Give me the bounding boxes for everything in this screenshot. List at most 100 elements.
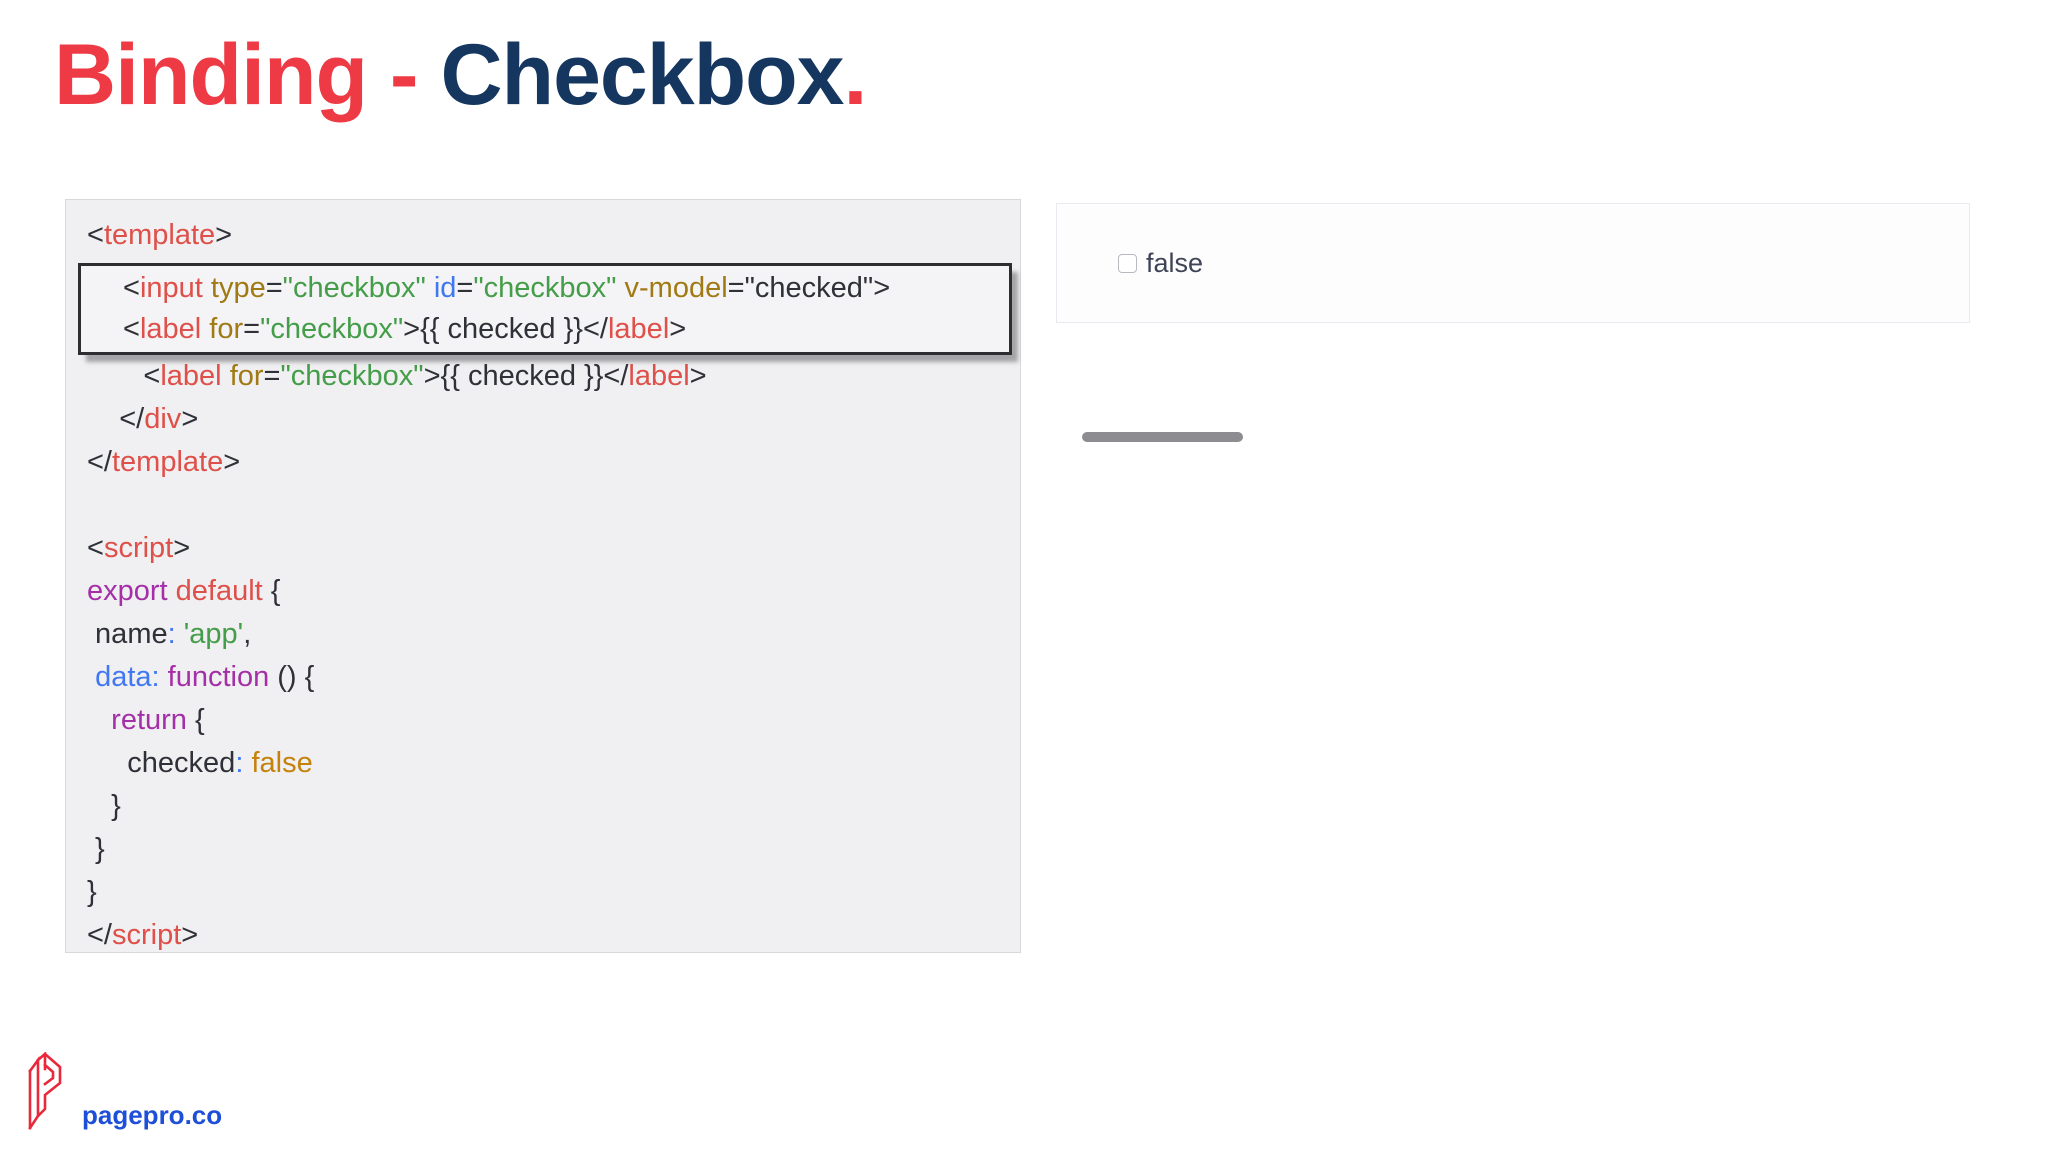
code-line: <template>	[66, 214, 1020, 257]
code-token: </	[87, 403, 145, 435]
code-token: </	[87, 919, 112, 951]
code-token	[168, 575, 176, 607]
code-token: >{{ checked }}</	[403, 313, 608, 345]
code-token	[87, 704, 111, 736]
code-token: v-model	[624, 272, 728, 304]
code-token: >	[215, 219, 233, 251]
code-token: =	[456, 272, 474, 304]
code-token: label	[160, 360, 222, 392]
code-section-top: <template>	[66, 214, 1020, 257]
code-token: type	[210, 272, 266, 304]
code-token: name	[87, 618, 168, 650]
code-token: checked	[87, 747, 236, 779]
progress-bar	[1082, 432, 1243, 442]
code-token: =	[243, 313, 261, 345]
code-token: "checked"	[744, 272, 874, 304]
code-section-bottom: <label for="checkbox">{{ checked }}</lab…	[66, 355, 1020, 957]
code-token: id	[433, 272, 457, 304]
code-line: </div>	[66, 398, 1020, 441]
code-token: }	[87, 876, 97, 908]
code-token: default	[175, 575, 263, 607]
code-token: =	[265, 272, 283, 304]
code-line: export default {	[66, 570, 1020, 613]
code-token: >{{ checked }}</	[423, 360, 629, 392]
preview-checkbox[interactable]	[1118, 253, 1137, 273]
code-token: <	[87, 219, 104, 251]
code-token: label	[628, 360, 690, 392]
code-token: {	[186, 704, 205, 736]
code-token: }	[87, 790, 121, 822]
code-line: name: 'app',	[66, 613, 1020, 656]
code-token: "checkbox"	[282, 272, 426, 304]
code-token: template	[103, 219, 216, 251]
code-line: <input type="checkbox" id="checkbox" v-m…	[81, 268, 1009, 309]
code-token: function	[167, 661, 270, 693]
code-token: <	[123, 272, 140, 304]
code-token	[87, 661, 95, 693]
code-line: data: function () {	[66, 656, 1020, 699]
code-token: >	[873, 272, 891, 304]
code-token: >	[669, 313, 687, 345]
code-token: label	[607, 313, 670, 345]
code-token: for	[229, 360, 264, 392]
code-token	[426, 272, 434, 304]
code-token: false	[251, 747, 313, 779]
code-token	[160, 661, 168, 693]
pagepro-logo-icon	[28, 1052, 62, 1130]
code-token: >	[689, 360, 707, 392]
code-token: div	[144, 403, 182, 435]
code-token	[176, 618, 184, 650]
code-token: >	[173, 532, 191, 564]
code-token: </	[87, 446, 112, 478]
code-token: "checkbox"	[260, 313, 404, 345]
code-token: for	[209, 313, 244, 345]
code-line: <label for="checkbox">{{ checked }}</lab…	[66, 355, 1020, 398]
code-token: ,	[243, 618, 252, 650]
highlighted-code-box: <input type="checkbox" id="checkbox" v-m…	[78, 263, 1012, 355]
code-token	[222, 360, 230, 392]
code-line: return {	[66, 699, 1020, 742]
code-token: script	[112, 919, 182, 951]
code-token: script	[103, 532, 174, 564]
preview-checkbox-label: false	[1146, 247, 1204, 278]
code-token: {	[262, 575, 281, 607]
code-line: }	[66, 871, 1020, 914]
code-token: >	[181, 919, 199, 951]
code-token: <	[87, 360, 161, 392]
code-token: :	[151, 661, 160, 693]
code-token: }	[87, 833, 105, 865]
code-token: =	[263, 360, 281, 392]
code-token: return	[111, 704, 187, 736]
footer-site-link[interactable]: pagepro.co	[82, 1100, 223, 1130]
code-line: <script>	[66, 527, 1020, 570]
title-period: .	[843, 27, 867, 123]
code-token	[203, 272, 211, 304]
code-line: </script>	[66, 914, 1020, 957]
code-token: <	[123, 313, 140, 345]
code-token: label	[139, 313, 202, 345]
code-token: () {	[269, 661, 315, 693]
code-token: data	[95, 661, 152, 693]
code-token: template	[112, 446, 224, 478]
code-line: checked: false	[66, 742, 1020, 785]
code-line: </template>	[66, 441, 1020, 484]
page-title: Binding - Checkbox.	[54, 27, 867, 123]
code-token: "checkbox"	[280, 360, 424, 392]
code-token: :	[235, 747, 244, 779]
code-token: >	[223, 446, 241, 478]
code-token: export	[87, 575, 168, 607]
code-line: <label for="checkbox">{{ checked }}</lab…	[81, 309, 1009, 350]
code-token: <	[87, 532, 104, 564]
code-token: 'app'	[183, 618, 244, 650]
code-token: =	[727, 272, 745, 304]
code-token: >	[181, 403, 199, 435]
code-line: }	[66, 785, 1020, 828]
code-line	[66, 484, 1020, 527]
code-line: }	[66, 828, 1020, 871]
title-accent: Binding -	[54, 27, 441, 123]
code-panel: <template> <input type="checkbox" id="ch…	[65, 199, 1021, 953]
title-main: Checkbox	[440, 27, 844, 123]
code-token: input	[139, 272, 203, 304]
code-token: :	[167, 618, 176, 650]
